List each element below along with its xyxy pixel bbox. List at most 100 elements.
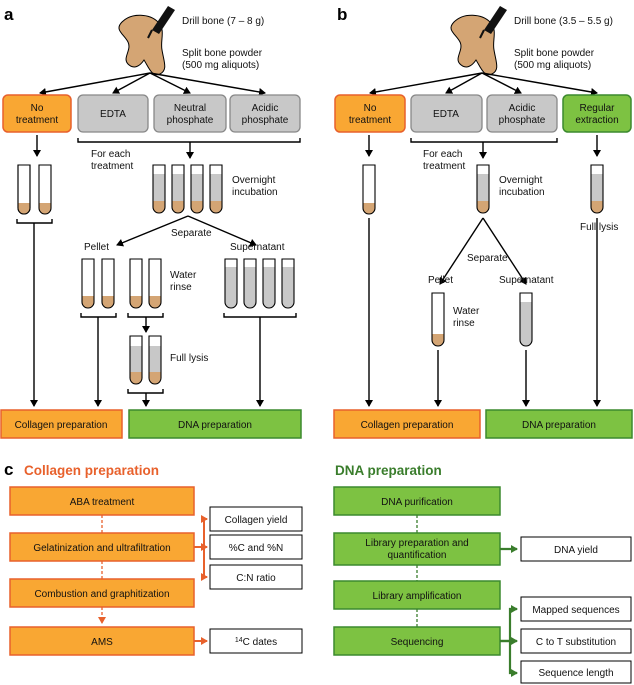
split-label-line2: (500 mg aliquots) [514,60,591,71]
dna-preparation-label: DNA preparation [178,420,252,431]
dna-step-label: Library amplification [373,591,462,602]
full-lysis-tubes [129,335,162,385]
output-label: C:N ratio [236,573,276,584]
treatment-box-acidic-phosphate: Acidic phosphate [486,94,558,133]
panel-b: b Drill bone (3.5 – 5.5 g) Split bone po… [333,5,633,439]
overnight-label-line1: Overnight [499,175,543,186]
dna-preparation-box-a: DNA preparation [128,409,302,439]
collagen-section-title: Collagen preparation [24,463,159,478]
output-label: Collagen yield [225,515,288,526]
collagen-step-gelatinization: Gelatinization and ultrafiltration [9,532,195,562]
supernatant-label: Supernatant [230,242,285,253]
treatment-box-label: phosphate [499,115,546,126]
treatment-box-label: No [31,103,44,114]
treatment-box-label: EDTA [100,109,126,120]
dna-section-title: DNA preparation [335,463,442,478]
treatment-box-label: Neutral [174,103,206,114]
collagen-step-aba: ABA treatment [9,486,195,516]
treatment-box-label: phosphate [242,115,289,126]
separate-label: Separate [171,228,212,239]
collagen-step-label: AMS [91,637,113,648]
water-rinse-line1: Water [170,270,197,281]
dna-step-label: Library preparation and [365,538,468,549]
tube-icon [362,164,376,215]
output-dna-yield: DNA yield [520,536,632,562]
dna-step-library-prep: Library preparation and quantification [333,532,501,566]
dna-step-label: Sequencing [391,637,444,648]
panel-a: a Drill bone (7 – 8 g) Split bone powder… [0,5,302,439]
output-cn-ratio: C:N ratio [209,564,303,590]
split-label-line1: Split bone powder [182,48,263,59]
dna-step-amplification: Library amplification [333,580,501,610]
full-lysis-label: Full lysis [170,353,208,364]
tube-icon [101,258,115,309]
tube-icon [171,164,185,214]
panel-c: c Collagen preparation DNA preparation A… [4,460,632,684]
collagen-step-label: ABA treatment [70,497,135,508]
output-sequence-length: Sequence length [520,660,632,684]
treatment-box-label: extraction [575,115,618,126]
tube-icon [281,258,295,309]
c14-text: C dates [243,637,277,648]
for-each-label-line2: treatment [91,161,133,172]
tube-icon [152,164,166,214]
treatment-box-label: Acidic [252,103,279,114]
for-each-label-line1: For each [423,149,462,160]
dna-preparation-box-b: DNA preparation [485,409,633,439]
drill-amount-label: Drill bone (7 – 8 g) [182,16,264,27]
output-mapped-sequences: Mapped sequences [520,596,632,622]
output-c-to-t: C to T substitution [520,628,632,654]
pellet-label: Pellet [428,275,453,286]
tube-icon [519,292,533,347]
collagen-preparation-label: Collagen preparation [361,420,454,431]
output-percent-c-n: %C and %N [209,534,303,560]
dna-preparation-label: DNA preparation [522,420,596,431]
treatment-box-label: treatment [349,115,391,126]
tube-icon [38,164,52,215]
separate-label: Separate [467,253,508,264]
collagen-step-label: Combustion and graphitization [34,589,169,600]
overnight-label-line2: incubation [499,187,545,198]
panel-b-label: b [337,5,347,24]
for-each-label-line1: For each [91,149,130,160]
water-rinse-line2: rinse [170,282,192,293]
tube-icon [129,335,143,385]
treatment-box-neutral-phosphate: Neutral phosphate [153,94,227,133]
tube-icon [262,258,276,309]
dna-step-label: DNA purification [381,497,453,508]
split-label-line2: (500 mg aliquots) [182,60,259,71]
treatment-box-label: Acidic [509,103,536,114]
output-label: DNA yield [554,545,598,556]
treatment-box-label: treatment [16,115,58,126]
collagen-preparation-label: Collagen preparation [15,420,108,431]
tube-icon [590,164,604,214]
output-c14-dates: 14C dates [209,628,303,654]
water-rinse-line2: rinse [453,318,475,329]
pellet-tubes [81,258,162,309]
collagen-step-combustion: Combustion and graphitization [9,578,195,608]
tube-icon [209,164,223,214]
tube-icon [148,258,162,309]
treatment-box-label: Regular [579,103,615,114]
pellet-label: Pellet [84,242,109,253]
treatment-box-regular-extraction: Regular extraction [562,94,632,133]
output-label: C to T substitution [536,637,616,648]
full-lysis-label: Full lysis [580,222,618,233]
dna-step-label: quantification [388,550,447,561]
treatment-box-edta: EDTA [77,94,149,133]
incubation-tubes [152,164,223,214]
treatment-box-none: No treatment [334,94,406,133]
tube-icon [243,258,257,309]
output-collagen-yield: Collagen yield [209,506,303,532]
treatment-box-edta: EDTA [410,94,483,133]
treatment-box-label: phosphate [167,115,214,126]
drill-amount-label: Drill bone (3.5 – 5.5 g) [514,16,613,27]
for-each-label-line2: treatment [423,161,465,172]
water-rinse-line1: Water [453,306,480,317]
overnight-label-line1: Overnight [232,175,276,186]
collagen-preparation-box-b: Collagen preparation [333,409,481,439]
tube-icon [148,335,162,385]
tube-icon [224,258,238,309]
treatment-box-label: EDTA [433,109,459,120]
tube-icon [81,258,95,309]
